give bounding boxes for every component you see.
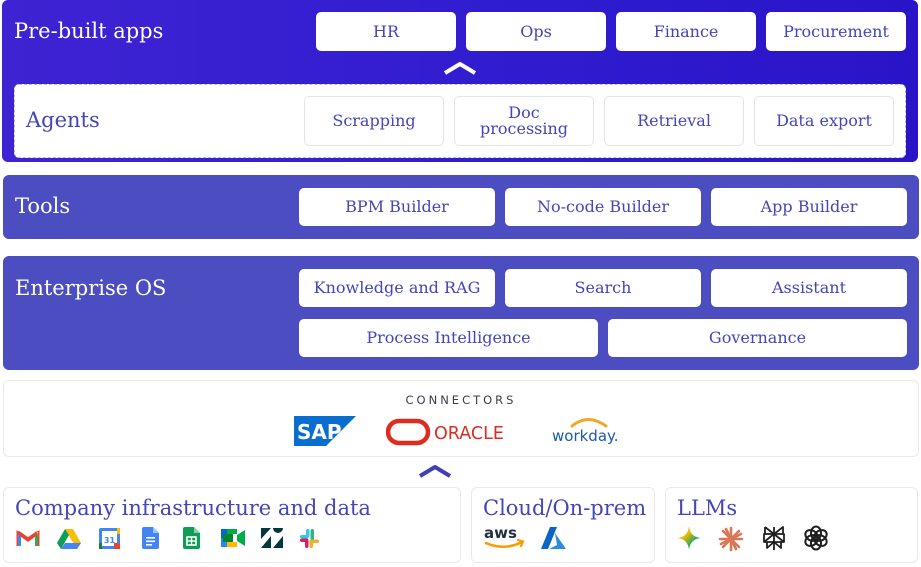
assistant-button[interactable]: Assistant [711,269,907,307]
aws-icon: aws [484,524,525,548]
app-procurement-button[interactable]: Procurement [766,12,906,51]
connectors-panel: CONNECTORS [3,380,919,457]
agent-data-export-button[interactable]: Data export [754,96,894,146]
anthropic-icon [718,526,744,552]
app-finance-button[interactable]: Finance [616,12,756,51]
google-drive-icon [57,529,81,549]
governance-button[interactable]: Governance [608,319,907,357]
perplexity-icon [763,526,785,550]
google-calendar-icon: 31 [99,528,120,549]
azure-icon [541,527,566,549]
chevron-up-icon [418,465,452,478]
prebuilt-apps-title: Pre-built apps [14,19,164,43]
llms-title: LLMs [677,496,738,520]
zendesk-icon [261,528,283,548]
sap-logo: SAP [294,416,356,446]
google-meet-icon [221,529,245,547]
search-button[interactable]: Search [505,269,701,307]
process-intelligence-button[interactable]: Process Intelligence [299,319,598,357]
connectors-label: CONNECTORS [405,393,517,407]
agents-title: Agents [26,108,100,132]
chevron-up-icon [443,62,477,75]
sap-logo-text: SAP [297,420,342,444]
agent-doc-processing-button[interactable]: Doc processing [454,96,594,146]
agent-scrapping-button[interactable]: Scrapping [304,96,444,146]
google-docs-icon [142,527,159,549]
svg-text:31: 31 [104,536,116,545]
oracle-logo-text: ORACLE [434,424,504,444]
app-ops-button[interactable]: Ops [466,12,606,51]
gemini-icon [677,526,701,550]
tool-bpm-builder-button[interactable]: BPM Builder [299,188,495,226]
llms-card [665,487,918,563]
enterprise-os-title: Enterprise OS [15,276,167,300]
gmail-icon [16,530,40,546]
aws-logo-text: aws [484,524,517,542]
google-sheets-icon [183,527,200,549]
app-hr-button[interactable]: HR [316,12,456,51]
tools-title: Tools [15,194,71,218]
cloud-title: Cloud/On-prem [483,496,647,520]
tool-no-code-builder-button[interactable]: No-code Builder [505,188,701,226]
tool-app-builder-button[interactable]: App Builder [711,188,907,226]
slack-icon [300,529,319,548]
agent-retrieval-button[interactable]: Retrieval [604,96,744,146]
openai-icon [804,525,828,551]
workday-logo: workday. [552,418,619,445]
company-infra-title: Company infrastructure and data [15,496,371,520]
workday-logo-text: workday. [552,427,619,445]
cloud-card [471,487,655,563]
knowledge-rag-button[interactable]: Knowledge and RAG [299,269,495,307]
oracle-logo: ORACLE [386,418,504,446]
company-infra-card [3,487,461,563]
